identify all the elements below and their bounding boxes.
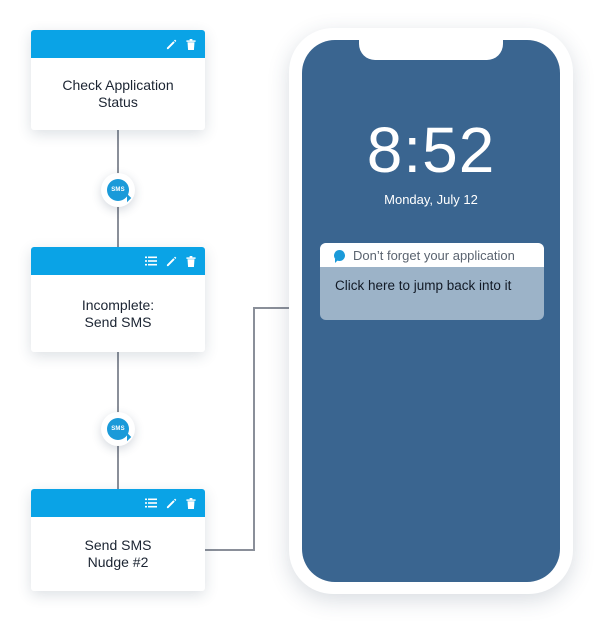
list-icon[interactable] xyxy=(145,256,157,266)
sms-connector-badge[interactable]: SMS xyxy=(101,412,135,446)
connector-line xyxy=(253,307,290,309)
notification-body: Click here to jump back into it xyxy=(335,278,512,293)
sms-notification[interactable]: Don’t forget your application Click here… xyxy=(320,243,544,320)
node-header xyxy=(31,489,205,517)
sms-bubble-icon: SMS xyxy=(107,418,129,440)
edit-icon[interactable] xyxy=(166,256,177,267)
node-label: Incomplete: Send SMS xyxy=(31,275,205,352)
chat-bubble-icon xyxy=(334,249,345,263)
trash-icon[interactable] xyxy=(186,38,196,50)
node-label-line: Incomplete: xyxy=(81,296,155,313)
sms-connector-badge[interactable]: SMS xyxy=(101,173,135,207)
flow-node-check-status[interactable]: Check Application Status xyxy=(31,30,205,130)
edit-icon[interactable] xyxy=(166,498,177,509)
edit-icon[interactable] xyxy=(166,39,177,50)
node-label-line: Send SMS xyxy=(84,313,152,330)
notification-title: Don’t forget your application xyxy=(353,247,515,263)
phone-notch xyxy=(359,40,503,60)
node-label-line: Check Application xyxy=(62,77,174,93)
node-header xyxy=(31,247,205,275)
connector-line xyxy=(253,307,255,551)
phone-lock-screen: 8:52 Monday, July 12 Don’t forget your a… xyxy=(302,40,560,582)
notification-header: Don’t forget your application xyxy=(320,243,544,267)
trash-icon[interactable] xyxy=(186,255,196,267)
lock-screen-date: Monday, July 12 xyxy=(384,192,478,207)
sms-bubble-icon: SMS xyxy=(107,179,129,201)
node-label-line: Nudge #2 xyxy=(87,554,149,570)
lock-screen-time: 8:52 xyxy=(366,114,496,186)
node-label: Send SMS Nudge #2 xyxy=(31,517,205,591)
node-header xyxy=(31,30,205,58)
phone-mockup: 8:52 Monday, July 12 Don’t forget your a… xyxy=(289,28,573,594)
connector-line xyxy=(205,549,254,551)
flow-node-incomplete-sms[interactable]: Incomplete: Send SMS xyxy=(31,247,205,352)
sms-badge-label: SMS xyxy=(111,426,125,432)
trash-icon[interactable] xyxy=(186,497,196,509)
sms-badge-label: SMS xyxy=(111,187,125,193)
node-label: Check Application Status xyxy=(31,58,205,130)
node-label-line: Send SMS xyxy=(84,537,152,553)
node-label-line: Status xyxy=(98,94,138,110)
list-icon[interactable] xyxy=(145,498,157,508)
flow-node-send-nudge[interactable]: Send SMS Nudge #2 xyxy=(31,489,205,591)
